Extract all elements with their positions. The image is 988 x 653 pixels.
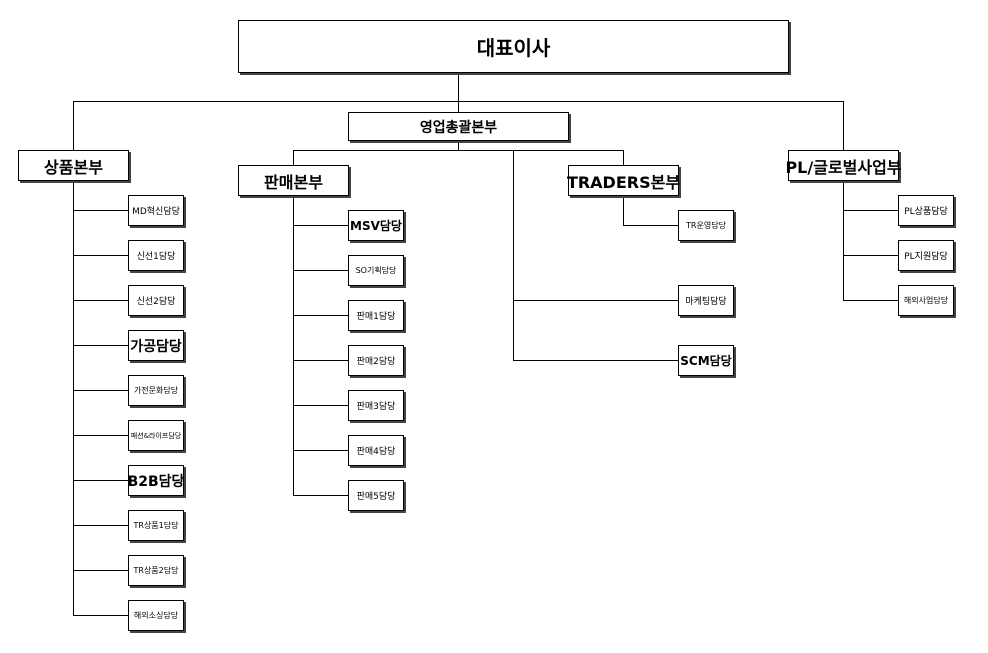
connector <box>293 450 349 451</box>
connector <box>293 150 294 166</box>
team-box: 해외사업담당 <box>898 285 954 316</box>
connector <box>293 495 349 496</box>
team-box: B2B담당 <box>128 465 184 496</box>
connector <box>73 180 74 616</box>
connector <box>73 525 129 526</box>
connector <box>513 300 679 301</box>
team-box: 판매5담당 <box>348 480 404 511</box>
connector <box>513 360 679 361</box>
connector <box>73 255 129 256</box>
team-box: 판매2담당 <box>348 345 404 376</box>
team-box: TR상품1담당 <box>128 510 184 541</box>
connector <box>623 225 679 226</box>
connector <box>458 101 459 113</box>
team-box: 신선2담당 <box>128 285 184 316</box>
connector <box>73 570 129 571</box>
connector <box>293 270 349 271</box>
connector <box>73 480 129 481</box>
connector <box>73 615 129 616</box>
division-pl: PL/글로벌사업부 <box>785 150 902 181</box>
connector <box>843 210 899 211</box>
connector <box>843 101 844 151</box>
connector <box>73 210 129 211</box>
team-box: 패션&라이프담당 <box>128 420 184 451</box>
team-box: 판매1담당 <box>348 300 404 331</box>
division-traders: TRADERS본부 <box>567 165 680 196</box>
team-box: MD혁신담당 <box>128 195 184 226</box>
division-sales: 판매본부 <box>238 165 349 196</box>
connector <box>623 150 624 166</box>
hq-box: 영업총괄본부 <box>348 112 569 141</box>
ceo-box: 대표이사 <box>238 20 789 73</box>
connector <box>843 180 844 301</box>
team-box: PL상품담당 <box>898 195 954 226</box>
connector <box>73 345 129 346</box>
connector <box>843 255 899 256</box>
connector <box>73 390 129 391</box>
team-box: TR상품2담당 <box>128 555 184 586</box>
connector <box>843 300 899 301</box>
connector <box>73 101 74 151</box>
team-box: 마케팅담당 <box>678 285 734 316</box>
connector <box>623 195 624 226</box>
connector <box>73 300 129 301</box>
connector <box>513 150 514 361</box>
connector <box>293 195 294 496</box>
connector <box>293 405 349 406</box>
connector <box>458 140 459 151</box>
team-box: 가전문화담당 <box>128 375 184 406</box>
connector <box>73 435 129 436</box>
team-box: SO기획담당 <box>348 255 404 286</box>
connector <box>293 225 349 226</box>
team-box: PL지원담당 <box>898 240 954 271</box>
division-product: 상품본부 <box>18 150 129 181</box>
connector <box>293 315 349 316</box>
team-box: TR운영담당 <box>678 210 734 241</box>
team-box: 가공담당 <box>128 330 184 361</box>
team-box: 신선1담당 <box>128 240 184 271</box>
team-box: 해외소싱담당 <box>128 600 184 631</box>
team-box: SCM담당 <box>678 345 734 376</box>
team-box: 판매4담당 <box>348 435 404 466</box>
team-box: MSV담당 <box>348 210 404 241</box>
connector <box>458 72 459 102</box>
team-box: 판매3담당 <box>348 390 404 421</box>
connector <box>293 150 624 151</box>
connector <box>293 360 349 361</box>
